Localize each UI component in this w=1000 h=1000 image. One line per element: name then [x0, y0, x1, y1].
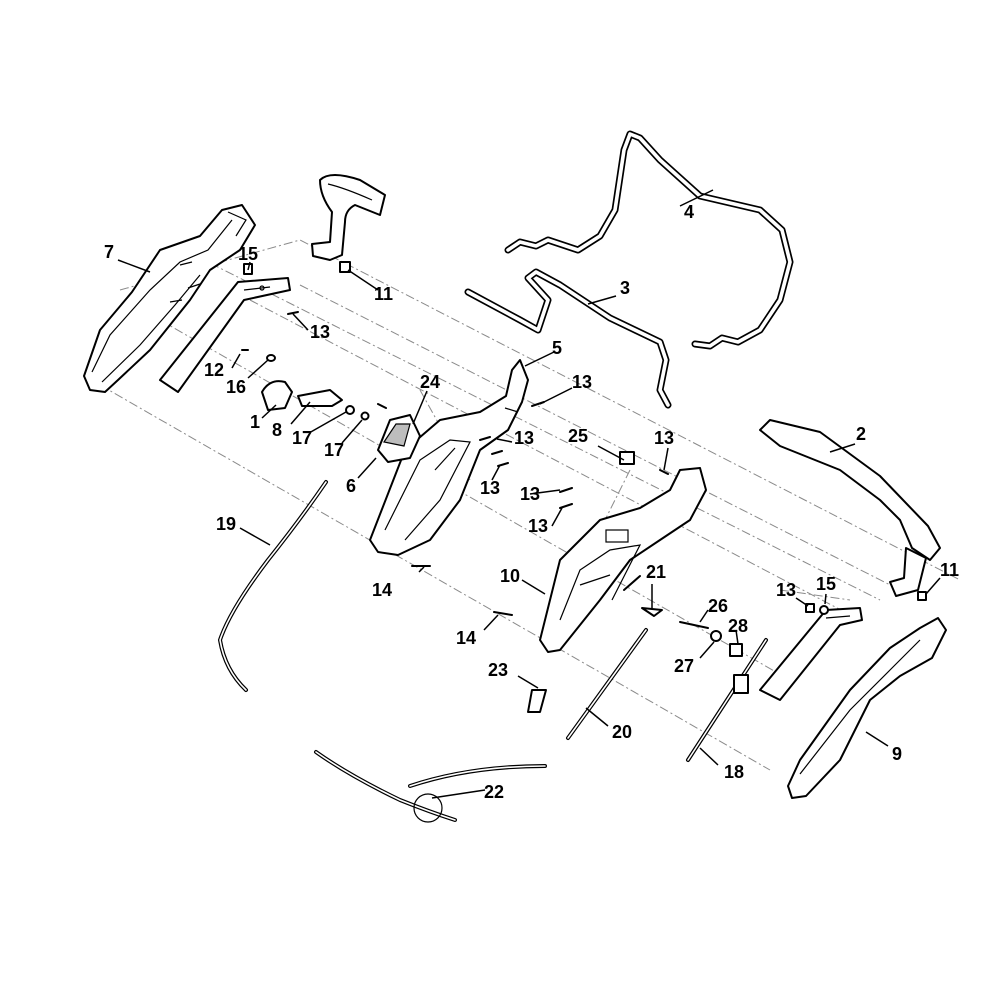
callout-17a: 17: [292, 428, 312, 448]
callout-3: 3: [620, 278, 630, 298]
callout-10: 10: [500, 566, 520, 586]
callout-14a: 14: [372, 580, 392, 600]
part-2-right-upper-handle: [759, 419, 941, 597]
callout-7: 7: [104, 242, 114, 262]
callout-2: 2: [856, 424, 866, 444]
callout-11b: 11: [940, 560, 959, 580]
part-4-upper-bail: [504, 130, 794, 350]
callout-26: 26: [708, 596, 728, 616]
callouts: 7 15 11 13 12 16 1 8 17 17 24 6 5 13 13 …: [104, 202, 959, 802]
right-handle-rail: [759, 607, 863, 701]
callout-14b: 14: [456, 628, 476, 648]
part-11-upper-left-handle: [311, 174, 386, 261]
callout-15b: 15: [816, 574, 836, 594]
callout-19: 19: [216, 514, 236, 534]
part-6-switch-block: [377, 414, 421, 463]
leader-lines: [117, 189, 941, 799]
callout-23: 23: [488, 660, 508, 680]
part-3-lower-bail: [464, 268, 672, 409]
callout-20: 20: [612, 722, 632, 742]
assembly-guide-lines: [99, 239, 961, 771]
callout-13a: 13: [310, 322, 330, 342]
callout-13b: 13: [572, 372, 592, 392]
callout-21: 21: [646, 562, 666, 582]
callout-5: 5: [552, 338, 562, 358]
parts-1-8-paddle-spring: [261, 380, 370, 421]
callout-16: 16: [226, 377, 246, 397]
part-10-right-console: [539, 467, 707, 653]
callout-15a: 15: [238, 244, 258, 264]
callout-24: 24: [420, 372, 440, 392]
callout-13g: 13: [654, 428, 674, 448]
callout-13h: 13: [776, 580, 796, 600]
small-hardware: [241, 261, 927, 713]
callout-22: 22: [484, 782, 504, 802]
left-handle-rail: [159, 277, 291, 393]
callout-27: 27: [674, 656, 694, 676]
part-9-right-handle-cover: [787, 617, 947, 799]
callout-8: 8: [272, 420, 282, 440]
callout-25: 25: [568, 426, 588, 446]
callout-28: 28: [728, 616, 748, 636]
callout-13e: 13: [520, 484, 540, 504]
callout-9: 9: [892, 744, 902, 764]
part-5-center-housing: [369, 359, 529, 556]
callout-12: 12: [204, 360, 224, 380]
callout-6: 6: [346, 476, 356, 496]
callout-17b: 17: [324, 440, 344, 460]
callout-18: 18: [724, 762, 744, 782]
cables: [217, 480, 768, 823]
callout-13c: 13: [514, 428, 534, 448]
callout-11a: 11: [374, 284, 393, 304]
callout-4: 4: [684, 202, 694, 222]
callout-13d: 13: [480, 478, 500, 498]
callout-13f: 13: [528, 516, 548, 536]
callout-1: 1: [250, 412, 260, 432]
